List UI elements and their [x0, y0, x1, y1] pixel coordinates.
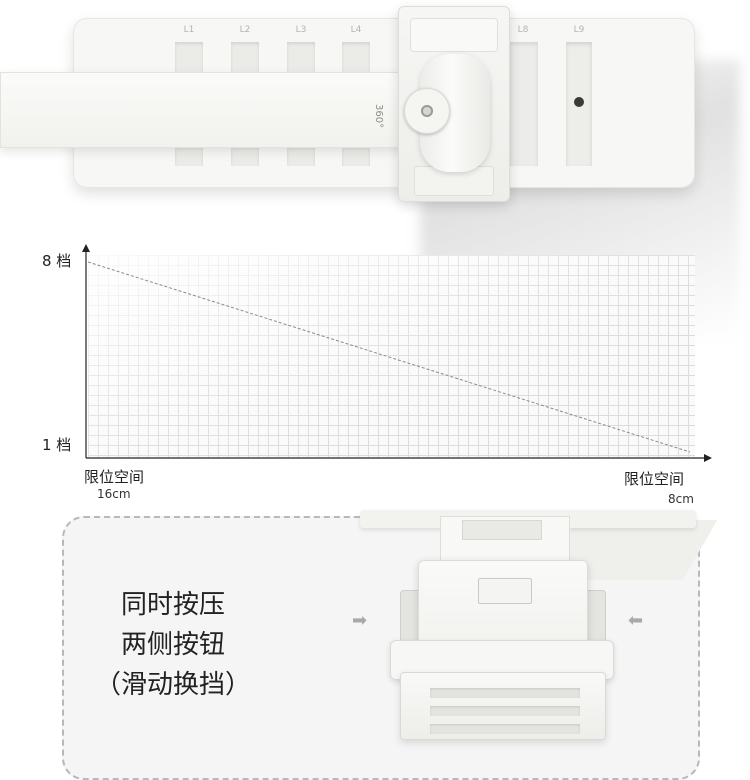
product-illustration: L1 L2 L3 L4 L8 L9 360° 8 档 1 档 限位空间 16cm… — [0, 0, 750, 750]
detail-caption: 同时按压 两侧按钮 （滑动换挡） — [88, 585, 258, 705]
press-arrow-right-icon: ➡ — [352, 612, 367, 630]
x-end-value: 8cm — [668, 492, 694, 506]
x-axis-arrow-icon — [704, 454, 712, 462]
y-tick-label-max: 8 档 — [42, 250, 71, 271]
x-start-value: 16cm — [97, 487, 131, 501]
foot-groove — [430, 688, 580, 698]
caption-line-1: 同时按压 — [88, 585, 258, 625]
x-end-label: 限位空间 — [624, 468, 684, 489]
x-start-label: 限位空间 — [84, 466, 144, 487]
housing-label-area — [478, 578, 532, 604]
foot-groove — [430, 724, 580, 734]
foot-groove — [430, 706, 580, 716]
detail-stem-window — [462, 520, 542, 540]
press-arrow-left-icon: ⬅ — [628, 612, 643, 630]
caption-line-3: （滑动换挡） — [88, 665, 258, 705]
gear-trend-line — [88, 262, 690, 452]
caption-line-2: 两侧按钮 — [88, 625, 258, 665]
y-tick-label-min: 1 档 — [42, 434, 71, 455]
y-axis-arrow-icon — [82, 244, 90, 252]
